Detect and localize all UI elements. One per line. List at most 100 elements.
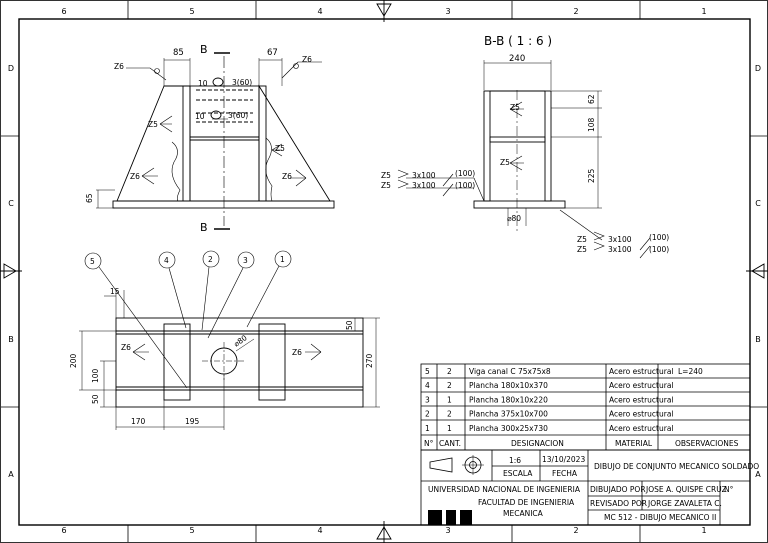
bom-cell-desig: Plancha 300x25x730	[469, 424, 548, 433]
front-right-gusset	[258, 84, 331, 202]
plan-dim-195: 195	[185, 417, 200, 426]
course-name: MC 512 - DIBUJO MECANICO II	[604, 513, 716, 522]
date-label: FECHA	[552, 469, 578, 478]
university-logo	[428, 510, 472, 525]
inner-border	[18, 18, 751, 526]
hole-dia-1: 3(60)	[232, 78, 252, 87]
col-label-1-bottom: 1	[701, 526, 706, 535]
date-value: 13/10/2023	[542, 455, 585, 464]
sheet-number-label: N°	[724, 485, 734, 494]
bom-cell-cant: 1	[447, 424, 452, 433]
row-label-c-right: C	[755, 199, 761, 208]
bom-cell-n: 2	[425, 410, 430, 419]
col-label-1: 1	[701, 7, 706, 16]
front-left-plate	[182, 85, 191, 202]
section-view-text: B-B ( 1 : 6 ) 240 62 108 225 ⌀80 Z5 Z5 3…	[381, 34, 669, 254]
balloon-4: 4	[164, 256, 169, 265]
col-label-5: 5	[189, 7, 194, 16]
front-channel	[189, 85, 260, 202]
plan-right-plate	[258, 323, 286, 401]
section-dim-240: 240	[509, 54, 525, 64]
plan-base-plate	[115, 317, 364, 408]
title-block: 1:6 ESCALA 13/10/2023 FECHA DIBUJO DE CO…	[420, 449, 759, 526]
plan-dim-50: 50	[91, 394, 100, 404]
hole-dia-2: 3(60)	[228, 111, 248, 120]
row-label-d-right: D	[755, 64, 761, 73]
plan-dim-15: 15	[110, 287, 120, 296]
section-weld-len-b: 3x100	[412, 181, 436, 190]
section-weld-len-d: 3x100	[608, 245, 632, 254]
bom-cell-mat: Acero estructural	[609, 367, 674, 376]
weld-z6-3: Z6	[130, 172, 140, 181]
section-weld-len-a: 3x100	[412, 171, 436, 180]
bom-cell-desig: Plancha 180x10x220	[469, 395, 548, 404]
section-inner-weld-1: Z5	[510, 103, 520, 112]
section-dim-62: 62	[587, 94, 596, 104]
col-label-6-bottom: 6	[61, 526, 66, 535]
section-dim-dia80: ⌀80	[507, 214, 521, 223]
section-base-plate	[473, 200, 566, 209]
bom-cell-cant: 1	[447, 395, 452, 404]
bom-header-n: N°	[424, 439, 434, 448]
drawing-title: DIBUJO DE CONJUNTO MECANICO SOLDADO	[594, 462, 759, 471]
bom-cell-desig: Plancha 180x10x370	[469, 381, 548, 390]
col-label-2-bottom: 2	[573, 526, 578, 535]
weld-z6-2: Z6	[302, 55, 312, 64]
col-label-3: 3	[445, 7, 450, 16]
row-label-c: C	[8, 199, 14, 208]
section-weld-pitch-a: (100)	[455, 169, 475, 178]
bom-cell-n: 3	[425, 395, 430, 404]
bom-cell-cant: 2	[447, 367, 452, 376]
bom-header-cant: CANT.	[439, 439, 461, 448]
balloon-3: 3	[243, 256, 248, 265]
hole-count-2: 10	[195, 112, 205, 121]
col-label-6: 6	[61, 7, 66, 16]
checked-by-label: REVISADO POR	[590, 499, 647, 508]
bom-cell-mat: Acero estructural	[609, 424, 674, 433]
row-label-a-right: A	[755, 470, 761, 479]
front-view-text: 85 67 B B 65 10 3(60) 10 3(60) Z6 Z6 Z5 …	[85, 43, 312, 234]
col-label-4-bottom: 4	[317, 526, 322, 535]
section-inner-weld-2: Z5	[500, 158, 510, 167]
col-label-5-bottom: 5	[189, 526, 194, 535]
plan-view	[79, 250, 380, 430]
weld-z6-4: Z6	[282, 172, 292, 181]
row-label-b-right: B	[755, 335, 761, 344]
plan-view-text: 5 4 2 3 1 15 200 100 50 170 195 270 50 ⌀…	[69, 255, 374, 426]
front-base-plate	[112, 200, 335, 209]
row-label-b: B	[8, 335, 14, 344]
checked-by-name: JORGE ZAVALETA C.	[647, 499, 722, 508]
bom-cell-desig: Viga canal C 75x75x8	[469, 367, 551, 376]
section-weld-pitch-b: (100)	[455, 181, 475, 190]
weld-z5-1: Z5	[148, 120, 158, 129]
bom-header-mat: MATERIAL	[615, 439, 653, 448]
drawn-by-name: JOSE A. QUISPE CRUZ	[645, 485, 727, 494]
plan-dim-200: 200	[69, 353, 78, 368]
col-label-2: 2	[573, 7, 578, 16]
dim-65: 65	[85, 193, 94, 203]
cut-label-b-top: B	[200, 43, 208, 56]
bom-cell-mat: Acero estructural	[609, 395, 674, 404]
plan-center-plate	[189, 333, 260, 388]
balloon-2: 2	[208, 255, 213, 264]
section-title: B-B ( 1 : 6 )	[484, 34, 552, 48]
bom-cell-desig: Plancha 375x10x700	[469, 410, 548, 419]
section-dim-225: 225	[587, 168, 596, 183]
balloon-1: 1	[280, 255, 285, 264]
scale-label: ESCALA	[503, 469, 533, 478]
section-weld-pitch-c: (100)	[649, 233, 669, 242]
bom-cell-obs: L=240	[678, 367, 703, 376]
front-right-plate	[258, 85, 267, 202]
balloon-5: 5	[90, 257, 95, 266]
row-label-d: D	[8, 64, 14, 73]
scale-value: 1:6	[509, 456, 521, 465]
faculty-line-2: MECANICA	[503, 509, 544, 518]
bom-cell-n: 4	[425, 381, 430, 390]
plan-dim-dia80: ⌀80	[232, 333, 249, 349]
bom-cell-mat: Acero estructural	[609, 410, 674, 419]
front-view	[96, 52, 335, 230]
